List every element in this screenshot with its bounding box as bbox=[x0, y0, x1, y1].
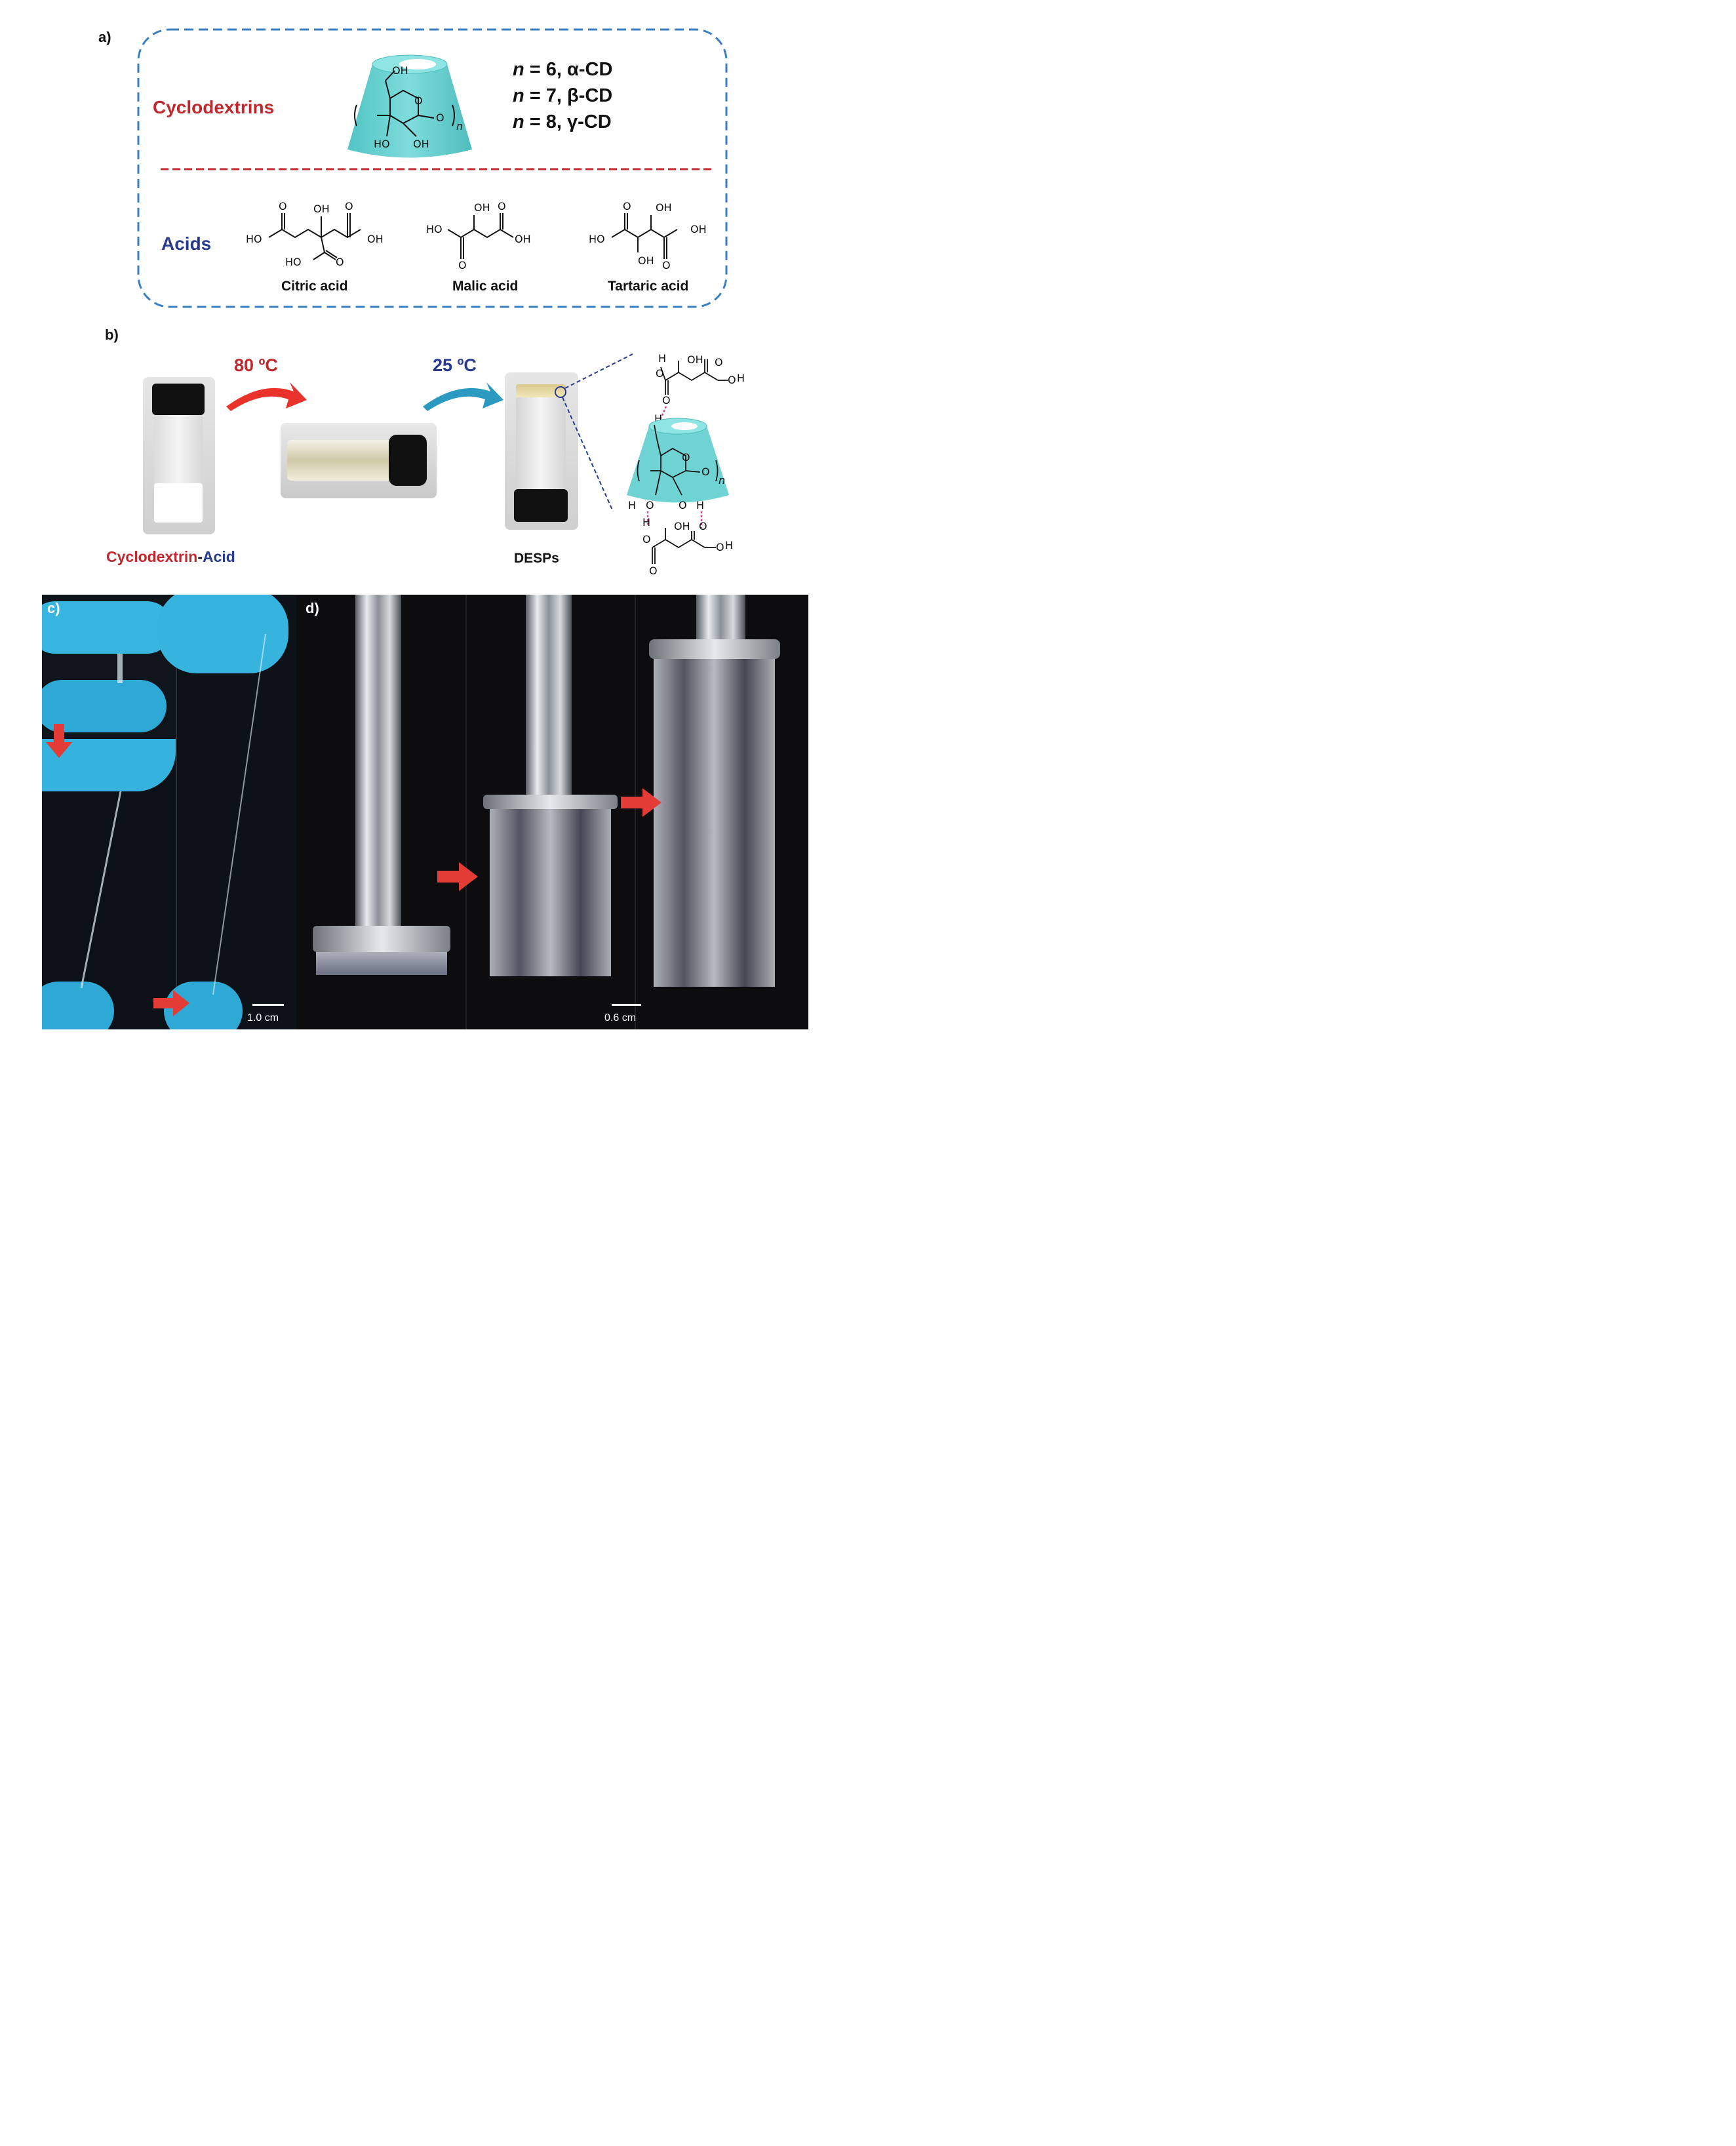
svg-text:HO: HO bbox=[589, 233, 605, 245]
svg-text:O: O bbox=[458, 259, 467, 271]
svg-text:O: O bbox=[279, 200, 287, 212]
svg-text:O: O bbox=[715, 356, 723, 368]
svg-text:OH: OH bbox=[656, 201, 672, 214]
svg-text:O: O bbox=[728, 374, 736, 386]
powder-vial-photo bbox=[143, 377, 215, 534]
panel-c-scale-label: 1.0 cm bbox=[247, 1012, 279, 1023]
cd-types-list: n = 6, α-CD n = 7, β-CD n = 8, γ-CD bbox=[513, 59, 612, 138]
svg-text:O: O bbox=[662, 394, 671, 407]
svg-text:H: H bbox=[696, 499, 704, 511]
svg-text:HO: HO bbox=[285, 256, 302, 268]
svg-text:O: O bbox=[656, 367, 664, 380]
svg-text:O: O bbox=[498, 200, 506, 212]
svg-text:O: O bbox=[649, 565, 658, 577]
svg-text:O: O bbox=[345, 200, 353, 212]
desps-vial-photo bbox=[505, 372, 578, 530]
c-arrow-down bbox=[46, 724, 72, 758]
panel-a-label: a) bbox=[98, 29, 111, 45]
panel-d-scale-bar bbox=[612, 1004, 641, 1006]
panel-b-label: b) bbox=[105, 327, 119, 343]
acids-label: Acids bbox=[161, 233, 212, 254]
cooling-arrow bbox=[423, 382, 503, 411]
svg-text:O: O bbox=[646, 499, 654, 511]
svg-text:OH: OH bbox=[313, 203, 330, 215]
svg-text:n: n bbox=[719, 474, 725, 487]
svg-text:O: O bbox=[623, 200, 631, 212]
svg-text:H: H bbox=[658, 352, 666, 365]
cd-ho: HO bbox=[374, 138, 390, 150]
panel-a-frame bbox=[137, 28, 728, 308]
heating-arrow bbox=[226, 382, 307, 411]
svg-text:OH: OH bbox=[515, 233, 531, 245]
cd-type-alpha: n = 6, α-CD bbox=[513, 59, 613, 80]
hbond-network-diagram: H O OH O O H O H O O n H O O H H O OH O … bbox=[555, 352, 745, 577]
svg-text:HO: HO bbox=[246, 233, 262, 245]
svg-text:O: O bbox=[716, 541, 724, 553]
svg-text:O: O bbox=[679, 499, 687, 511]
panel-c-scale-bar bbox=[252, 1004, 284, 1006]
panel-c-label: c) bbox=[47, 600, 60, 616]
tartaric-acid-structure: O OH HO OH OH O bbox=[589, 200, 707, 271]
cd-oh-right: OH bbox=[413, 138, 429, 150]
temp-hot-label: 80 ºC bbox=[234, 355, 278, 375]
citric-acid-structure: O OH O HO OH HO O bbox=[246, 200, 384, 268]
temp-cool-label: 25 ºC bbox=[433, 355, 477, 375]
molten-vial-photo bbox=[281, 423, 437, 498]
tartaric-acid-label: Tartaric acid bbox=[608, 279, 689, 294]
d-arrow-1 bbox=[437, 862, 478, 891]
cd-oh-top: OH bbox=[392, 64, 408, 77]
svg-text:OH: OH bbox=[367, 233, 384, 245]
panel-d-photo bbox=[296, 595, 808, 1029]
svg-text:OH: OH bbox=[690, 223, 707, 235]
c-arrow-right bbox=[153, 990, 189, 1016]
citric-acid-label: Citric acid bbox=[281, 279, 348, 294]
svg-text:O: O bbox=[699, 520, 707, 532]
cd-link-o: O bbox=[436, 111, 444, 124]
panel-d-scale-label: 0.6 cm bbox=[604, 1012, 637, 1023]
svg-text:O: O bbox=[662, 259, 671, 271]
mix-label: Cyclodextrin-Acid bbox=[106, 548, 235, 565]
cd-subscript-n: n bbox=[456, 120, 463, 132]
panel-c-photo bbox=[42, 595, 296, 1029]
svg-text:OH: OH bbox=[638, 254, 654, 267]
malic-acid-label: Malic acid bbox=[452, 279, 519, 294]
svg-text:H: H bbox=[628, 499, 636, 511]
svg-text:O: O bbox=[642, 533, 651, 546]
svg-text:H: H bbox=[642, 516, 650, 528]
desps-label: DESPs bbox=[514, 551, 559, 566]
d-arrow-2 bbox=[621, 788, 661, 817]
svg-text:OH: OH bbox=[674, 520, 690, 532]
svg-text:O: O bbox=[336, 256, 344, 268]
svg-text:HO: HO bbox=[426, 223, 443, 235]
cd-type-beta: n = 7, β-CD bbox=[513, 85, 613, 106]
svg-text:OH: OH bbox=[687, 353, 703, 366]
cyclodextrins-label: Cyclodextrins bbox=[153, 97, 275, 117]
svg-text:OH: OH bbox=[474, 201, 490, 214]
panel-d-label: d) bbox=[306, 600, 319, 616]
malic-acid-structure: HO OH O OH O bbox=[426, 200, 531, 271]
cd-type-gamma: n = 8, γ-CD bbox=[513, 111, 612, 132]
svg-text:O: O bbox=[682, 451, 690, 464]
cyclodextrin-structure: OH O O HO OH n bbox=[347, 54, 472, 158]
cd-ring-o: O bbox=[414, 94, 423, 107]
svg-text:H: H bbox=[737, 372, 745, 384]
svg-text:H: H bbox=[725, 539, 733, 551]
svg-text:O: O bbox=[701, 466, 710, 478]
